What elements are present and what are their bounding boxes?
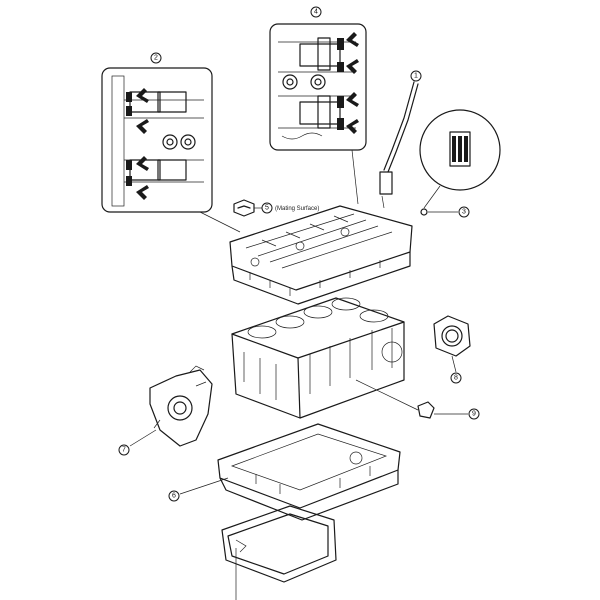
- cylinder-head: [229, 205, 413, 305]
- mating-surface-note: (Mating Surface): [275, 206, 319, 212]
- callout-5: 5: [261, 202, 273, 214]
- svg-text:9: 9: [472, 411, 476, 418]
- lower-oil-pan: [221, 505, 337, 600]
- o-ring-part: [420, 208, 458, 216]
- cylinder-block: [231, 297, 419, 419]
- rear-seal-retainer: [433, 315, 471, 373]
- sealant-part: [233, 199, 262, 217]
- svg-text:2: 2: [154, 55, 158, 62]
- callout-7: 7: [118, 444, 130, 456]
- svg-text:1: 1: [414, 73, 418, 80]
- svg-text:5: 5: [265, 205, 269, 212]
- detail-view-2: [101, 67, 241, 233]
- callout-8: 8: [450, 372, 462, 384]
- svg-text:4: 4: [314, 9, 318, 16]
- arrow-icon: [346, 32, 359, 134]
- callout-3: 3: [458, 206, 470, 218]
- callout-2: 2: [150, 52, 162, 64]
- detail-view-4: [269, 23, 367, 205]
- svg-text:7: 7: [122, 447, 126, 454]
- callout-9: 9: [468, 408, 480, 420]
- oil-pressure-switch: [417, 401, 468, 419]
- seal-detail: [419, 109, 501, 209]
- callout-1: 1: [410, 70, 422, 82]
- svg-text:6: 6: [172, 493, 176, 500]
- svg-text:3: 3: [462, 209, 466, 216]
- callout-6: 6: [168, 490, 180, 502]
- dipstick-part: [379, 81, 419, 209]
- callout-4: 4: [310, 6, 322, 18]
- upper-oil-pan: [179, 423, 401, 521]
- svg-text:8: 8: [454, 375, 458, 382]
- oil-pump: [129, 365, 213, 447]
- arrow-icon: [136, 88, 149, 200]
